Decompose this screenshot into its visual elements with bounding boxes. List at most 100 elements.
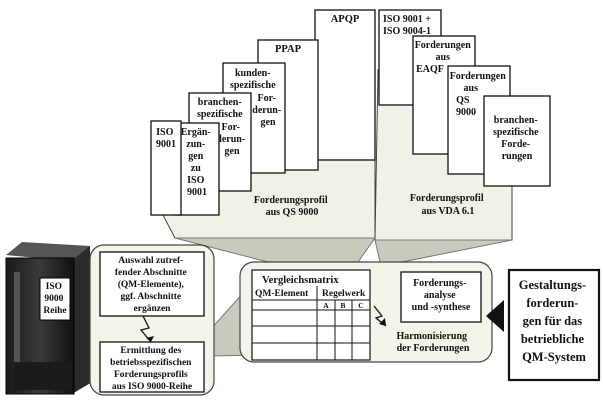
result-line-1: Gestaltungs- [519,278,586,292]
sheet-vda-branchen-line-4: rungen [502,151,533,162]
sheet-eaqf-line-3: EAQF [416,64,444,75]
binder-label-line-1: ISO [46,282,62,292]
determination-box [99,341,205,393]
matrix-subcol-a: A [323,301,329,310]
result-line-5: QM-System [522,350,586,364]
result-line-3: gen für das [523,314,583,328]
determination-line-1: Ermittlung des [120,346,181,356]
binder-label-line-3: Reihe [43,306,66,316]
svg-text:APQP: APQP [331,14,360,25]
sheet-vda-branchen-line-2: spezifische [493,127,539,138]
svg-text:ISO 9001: ISO 9001 [156,127,176,150]
matrix-subcol-b: B [340,301,345,310]
selection-panel: Auswahl zutref- fender Abschnitte (QM-El… [89,244,215,396]
sheet-ergaenzungen-line-6: 9001 [187,187,207,198]
qs9000-caption-line-2: aus QS 9000 [266,207,319,218]
result-arrow-icon [486,300,504,332]
matrix-title: Vergleichsmatrix [262,275,339,286]
qs9000-caption-line-1: Forderungsprofil [254,195,328,206]
vda61-caption: Forderungsprofil aus VDA 6.1 [410,193,486,217]
analysis-line-3: und -synthese [412,302,471,313]
zigzag-arrowhead-icon [146,336,154,342]
binder-label-line-2: 9000 [44,294,63,304]
harmonization-line-1: Harmonisierung [396,331,467,342]
harmonization-line-2: der Forderungen [397,343,470,354]
sheet-eaqf-line-2: aus [436,52,451,63]
vda61-caption-line-2: aus VDA 6.1 [422,206,475,217]
selection-line-5: ergänzen [134,304,172,314]
svg-text:Ermittlung des betriebss: Ermittlung des betriebsspezifischen Ford… [110,346,194,392]
binder-top [6,242,90,262]
vda61-profile-stack: ISO 9001 + ISO 9004-1 Forderungen aus EA… [374,9,551,241]
sheet-kunden-line-4: derun- [252,105,281,116]
sheet-eaqf-line-1: Forderungen [415,40,472,51]
svg-text:kunden- spezifische: kunden- spezifische For- derun- gen [230,68,284,128]
sheet-iso9004-line-1: ISO 9001 + [383,14,431,25]
svg-text:Forderungen aus: Forderungen aus EAQF [415,40,474,75]
analysis-line-2: analyse [424,290,456,301]
sheet-kunden-line-3: For- [257,93,276,104]
sheet-branchen-line-2: spezifische [197,109,243,120]
binder-foot [14,362,72,390]
harmonization-label: Harmonisierung der Forderungen [396,331,469,354]
sheet-ppap-label: PPAP [275,44,302,55]
sheet-vda-branchen: branchen- spezifische Forde- rungen [483,95,551,187]
sheet-kunden-line-5: gen [261,117,276,128]
svg-text:Ergän- zun- ge: Ergän- zun- gen zu ISO 9001 [181,127,214,198]
binder-label [39,277,71,321]
sheet-ergaenzungen-line-4: zu [191,163,201,174]
matrix-col-regelwerk: Regelwerk [322,289,366,299]
vda61-funnel-wedge [374,239,513,263]
selection-line-1: Auswahl zutref- [118,256,183,266]
svg-text:Gestaltungs- forderun-: Gestaltungs- forderun- gen für das betri… [519,278,590,364]
sheet-iso9004-line-2: ISO 9004-1 [383,26,431,37]
sheet-apqp: APQP [314,9,376,161]
selection-line-3: (QM-Elemente), [118,279,185,290]
sheet-vda-branchen-line-1: branchen- [494,115,538,126]
matrix-zigzag-arrowhead-icon [379,318,386,326]
qs9000-caption: Forderungsprofil aus QS 9000 [254,195,330,218]
sheet-kunden-line-1: kunden- [235,68,271,79]
zigzag-arrow-icon [139,315,152,343]
sheet-vda-branchen-line-3: Forde- [501,139,530,150]
result-box-frame [507,268,601,382]
sheet-kunden-line-2: spezifische [230,80,276,91]
result-box: Gestaltungs- forderun- gen für das betri… [507,268,601,382]
svg-text:Forderungen aus: Forderungen aus QS 9000 [450,71,509,118]
svg-text:Forderungs- analyse: Forderungs- analyse und -synthese [412,278,471,313]
svg-text:branchen- spezifische: branchen- spezifische Forde- rungen [493,115,541,162]
sheet-branchen-line-3: For- [221,122,240,133]
sheet-qs9000-line-4: 9000 [456,107,476,118]
determination-line-3: Forderungsprofils [114,370,188,380]
sheet-qs9000-line-2: aus [464,83,479,94]
sheet-qs9000-line-3: QS [456,95,470,106]
vda61-caption-line-1: Forderungsprofil [410,193,484,204]
determination-line-2: betriebsspezifischen [110,358,192,368]
selection-line-4: ggf. Abschnitte [120,292,181,302]
matrix-frame [251,269,371,361]
svg-text:ISO 9001 + ISO 9004-1: ISO 9001 + ISO 9004-1 [383,14,433,37]
analysis-box [400,271,482,323]
svg-text:Auswahl zutref- fender A: Auswahl zutref- fender Abschnitte (QM-El… [115,256,189,314]
determination-line-4: aus ISO 9000-Reihe [112,382,192,392]
sheet-branchen-line-4: derun- [216,134,245,145]
selection-line-2: fender Abschnitte [115,268,187,278]
sheet-branchen-line-5: gen [225,146,240,157]
matrix-col-qm-element: QM-Element [255,289,309,299]
iso9000-binder: ISO 9000 Reihe [5,242,92,395]
matrix-subcol-c: C [358,301,363,310]
qs9000-profile-stack: APQP PPAP kunden- spezifische For- derun… [150,9,376,239]
comparison-matrix: Vergleichsmatrix QM-Element Regelwerk A … [251,269,371,361]
sheet-branchen-line-1: branchen- [198,97,242,108]
sheet-iso9001-line-1: ISO [156,127,173,138]
sheet-ergaenzungen: Ergän- zun- gen zu ISO 9001 [174,122,220,216]
harmonization-panel: Vergleichsmatrix QM-Element Regelwerk A … [239,261,493,363]
sheet-iso9001-line-2: 9001 [156,139,176,150]
sheet-qs9000-line-1: Forderungen [450,71,507,82]
result-line-2: forderun- [526,296,578,310]
sheet-apqp-label: APQP [331,14,360,25]
sheet-ergaenzungen-line-5: ISO [187,175,204,186]
binder-side [70,246,92,394]
svg-text:branchen- spezifische: branchen- spezifische For- derun- gen [197,97,248,157]
